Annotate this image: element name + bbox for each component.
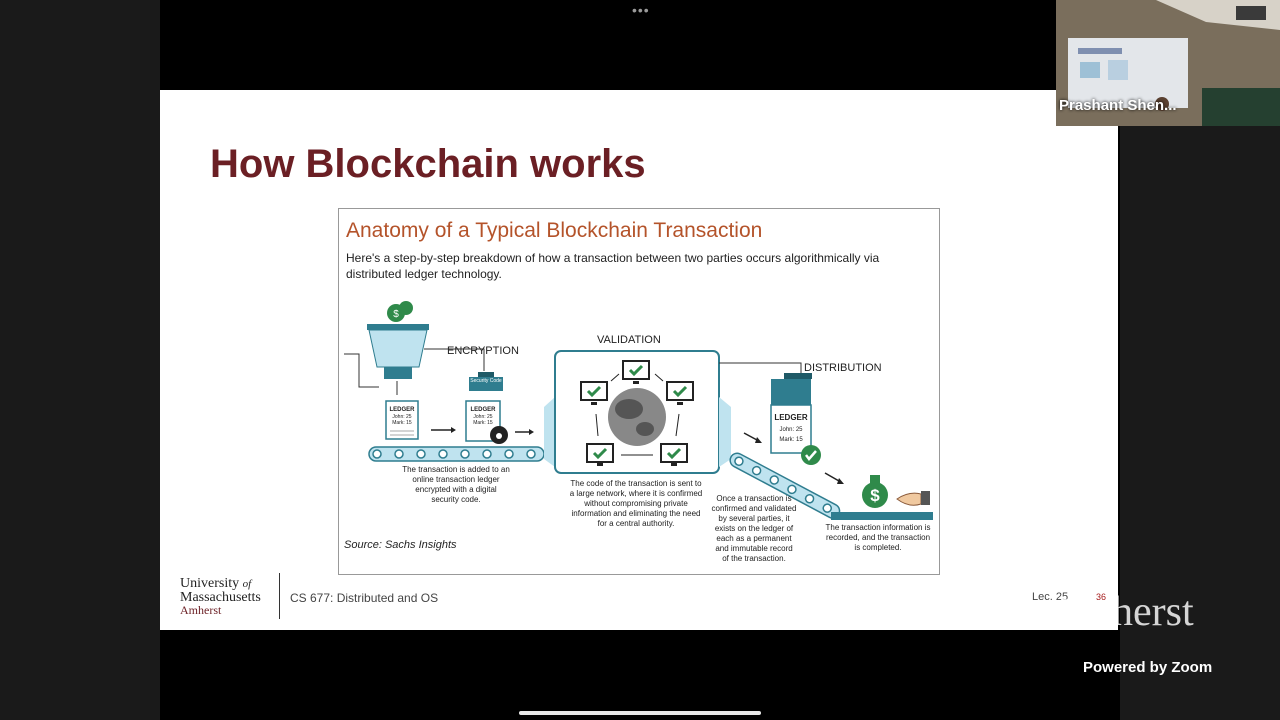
ledger-label: LEDGER — [774, 413, 808, 422]
globe-icon — [608, 388, 666, 446]
ledger-document — [385, 400, 419, 440]
step-caption: The transaction is added to an online tr… — [402, 465, 510, 504]
step-caption: Once a transaction is confirmed and vali… — [711, 494, 797, 563]
svg-text:$: $ — [870, 486, 880, 505]
participant-name: Prashant Shen... — [1059, 97, 1177, 114]
ledger-entry: Mark: 15 — [473, 420, 493, 426]
ledger-entry: Mark: 15 — [779, 437, 803, 443]
security-code-label: Security Code — [470, 378, 502, 384]
logo-divider — [279, 573, 280, 619]
money-bag-icon: $ — [862, 475, 888, 508]
computer-icon — [666, 381, 694, 405]
ledger-entry: John: 25 — [392, 414, 412, 420]
umass-logo: University of Massachusetts Amherst — [180, 576, 261, 617]
shared-slide: How Blockchain works Anatomy of a Typica… — [160, 90, 1118, 630]
figure-title: Anatomy of a Typical Blockchain Transact… — [346, 219, 763, 242]
encryption-label: ENCRYPTION — [447, 345, 519, 357]
course-name: CS 677: Distributed and OS — [290, 591, 439, 605]
ledger-label: LEDGER — [389, 407, 415, 413]
distribution-label: DISTRIBUTION — [804, 362, 882, 374]
computer-icon — [580, 381, 608, 405]
video-frame — [1056, 0, 1280, 126]
ledger-label: LEDGER — [470, 407, 496, 413]
figure-subtitle: Here's a step-by-step breakdown of how a… — [346, 251, 880, 281]
powered-by-zoom: Powered by Zoom — [1083, 659, 1213, 676]
completion-platform — [831, 512, 933, 520]
svg-text:$: $ — [393, 309, 399, 320]
lock-icon — [490, 426, 508, 444]
lecture-number: Lec. 25 — [1032, 591, 1069, 603]
funnel-icon — [367, 324, 429, 379]
conveyor-belt — [729, 452, 841, 519]
computer-icon — [660, 443, 688, 466]
computer-icon — [586, 443, 614, 466]
money-bag-icon: $ — [387, 301, 413, 322]
step-caption: The transaction information is recorded,… — [825, 523, 931, 552]
home-indicator[interactable] — [519, 711, 761, 715]
page-title: How Blockchain works — [210, 142, 646, 186]
participant-video-thumbnail[interactable]: Prashant Shen... — [1056, 0, 1280, 126]
distributed-ledger-document — [770, 373, 812, 454]
more-options-icon[interactable]: ••• — [632, 2, 650, 18]
step-caption: The code of the transaction is sent to a… — [569, 479, 703, 528]
figure-source: Source: Sachs Insights — [344, 539, 457, 551]
computer-icon — [622, 360, 650, 384]
ledger-entry: Mark: 15 — [392, 420, 412, 426]
hand-icon — [896, 491, 930, 506]
blockchain-figure: Anatomy of a Typical Blockchain Transact… — [338, 208, 940, 575]
checkmark-icon — [801, 445, 821, 465]
blockchain-diagram: $ — [344, 301, 933, 520]
umass-watermark: UMassAmherst — [930, 589, 1194, 635]
left-letterbox — [0, 0, 160, 720]
validation-label: VALIDATION — [597, 334, 661, 346]
ledger-entry: John: 25 — [473, 414, 493, 420]
conveyor-belt — [368, 446, 545, 462]
slide-number: 36 — [1096, 592, 1107, 602]
ledger-entry: John: 25 — [779, 427, 803, 433]
security-code-box — [469, 372, 503, 391]
